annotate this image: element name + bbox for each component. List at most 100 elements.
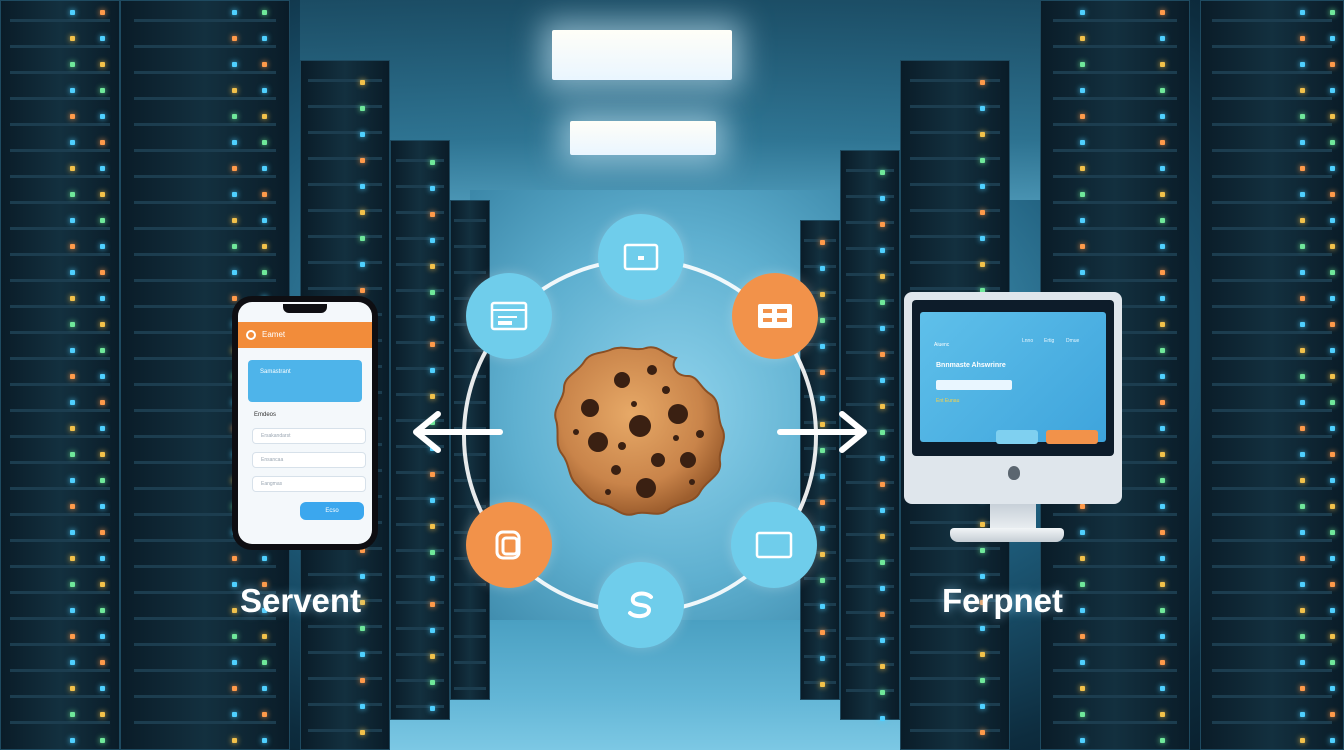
rack-unit <box>909 651 1001 654</box>
rack-unit <box>10 617 110 620</box>
phone-field-1[interactable]: Ersakandarst <box>252 428 366 444</box>
status-led <box>1300 218 1305 223</box>
status-led <box>1300 504 1305 509</box>
monitor-nav-item-3[interactable]: Dmue <box>1066 338 1080 344</box>
rack-unit <box>845 637 895 640</box>
status-led <box>1330 660 1335 665</box>
status-led <box>430 420 435 425</box>
status-led <box>980 288 985 293</box>
rack-unit <box>10 695 110 698</box>
monitor-secondary-button[interactable] <box>996 430 1038 444</box>
status-led <box>430 290 435 295</box>
rack-unit <box>1052 279 1178 282</box>
rack-unit <box>804 525 836 528</box>
rack-unit <box>1052 539 1178 542</box>
status-led <box>1160 62 1165 67</box>
rack-unit <box>395 549 445 552</box>
status-led <box>360 210 365 215</box>
monitor-nav-item-2[interactable]: Ertig <box>1044 338 1055 344</box>
status-led <box>820 578 825 583</box>
rack-unit <box>845 429 895 432</box>
rack-unit <box>1212 227 1332 230</box>
rack-unit <box>454 375 486 378</box>
rack-unit <box>134 487 276 490</box>
rack-unit <box>1212 643 1332 646</box>
rack-unit <box>1212 45 1332 48</box>
status-led <box>100 504 105 509</box>
status-led <box>70 426 75 431</box>
phone-field-3[interactable]: Eangmas <box>252 476 366 492</box>
rack-unit <box>804 239 836 242</box>
status-led <box>1300 244 1305 249</box>
status-led <box>1300 530 1305 535</box>
monitor-primary-button[interactable] <box>1046 430 1098 444</box>
monitor-nav-item-1[interactable]: Lnno <box>1022 338 1034 344</box>
status-led <box>1330 88 1335 93</box>
rack-unit <box>10 201 110 204</box>
status-led <box>1330 712 1335 717</box>
rack-unit <box>134 19 276 22</box>
status-led <box>1080 36 1085 41</box>
status-led <box>880 560 885 565</box>
status-led <box>1300 452 1305 457</box>
rack-unit <box>1052 253 1178 256</box>
status-led <box>1160 452 1165 457</box>
status-led <box>430 368 435 373</box>
rack-unit <box>1212 71 1332 74</box>
status-led <box>1080 634 1085 639</box>
status-led <box>1160 738 1165 743</box>
rack-unit <box>10 45 110 48</box>
status-led <box>70 348 75 353</box>
status-led <box>880 508 885 513</box>
rack-unit <box>845 611 895 614</box>
rack-unit <box>454 635 486 638</box>
rack-unit <box>909 209 1001 212</box>
status-led <box>430 654 435 659</box>
rack-unit <box>395 419 445 422</box>
rack-unit <box>909 183 1001 186</box>
ceiling-light-front <box>552 30 732 80</box>
rack-unit <box>134 201 276 204</box>
status-led <box>232 296 237 301</box>
monitor-input-field[interactable] <box>936 380 1012 390</box>
monitor-web-page <box>920 312 1106 442</box>
rack-unit <box>845 299 895 302</box>
status-led <box>430 680 435 685</box>
rack-unit <box>395 211 445 214</box>
rack-unit <box>308 105 382 108</box>
browser-icon <box>490 301 528 331</box>
rack-unit <box>395 653 445 656</box>
status-led <box>360 262 365 267</box>
rack-unit <box>308 677 382 680</box>
status-led <box>262 62 267 67</box>
status-led <box>1080 582 1085 587</box>
status-led <box>980 678 985 683</box>
status-led <box>232 712 237 717</box>
status-led <box>430 264 435 269</box>
rack-unit <box>804 265 836 268</box>
status-led <box>1300 296 1305 301</box>
rack-unit <box>10 123 110 126</box>
phone-banner[interactable]: Samastrant <box>248 360 362 402</box>
status-led <box>820 682 825 687</box>
status-led <box>232 556 237 561</box>
status-led <box>820 552 825 557</box>
status-led <box>70 738 75 743</box>
status-led <box>1300 374 1305 379</box>
rack-unit <box>909 157 1001 160</box>
status-led <box>880 690 885 695</box>
status-led <box>360 704 365 709</box>
rack-unit <box>1212 357 1332 360</box>
phone-submit-button[interactable]: Ecso <box>300 502 364 520</box>
status-led <box>232 608 237 613</box>
phone-field-2[interactable]: Ensancaa <box>252 452 366 468</box>
status-led <box>980 184 985 189</box>
status-led <box>1080 218 1085 223</box>
rack-unit <box>395 679 445 682</box>
status-led <box>100 530 105 535</box>
status-led <box>70 140 75 145</box>
rack-unit <box>909 677 1001 680</box>
s-logo-icon <box>628 591 653 619</box>
status-led <box>360 548 365 553</box>
status-led <box>1080 114 1085 119</box>
